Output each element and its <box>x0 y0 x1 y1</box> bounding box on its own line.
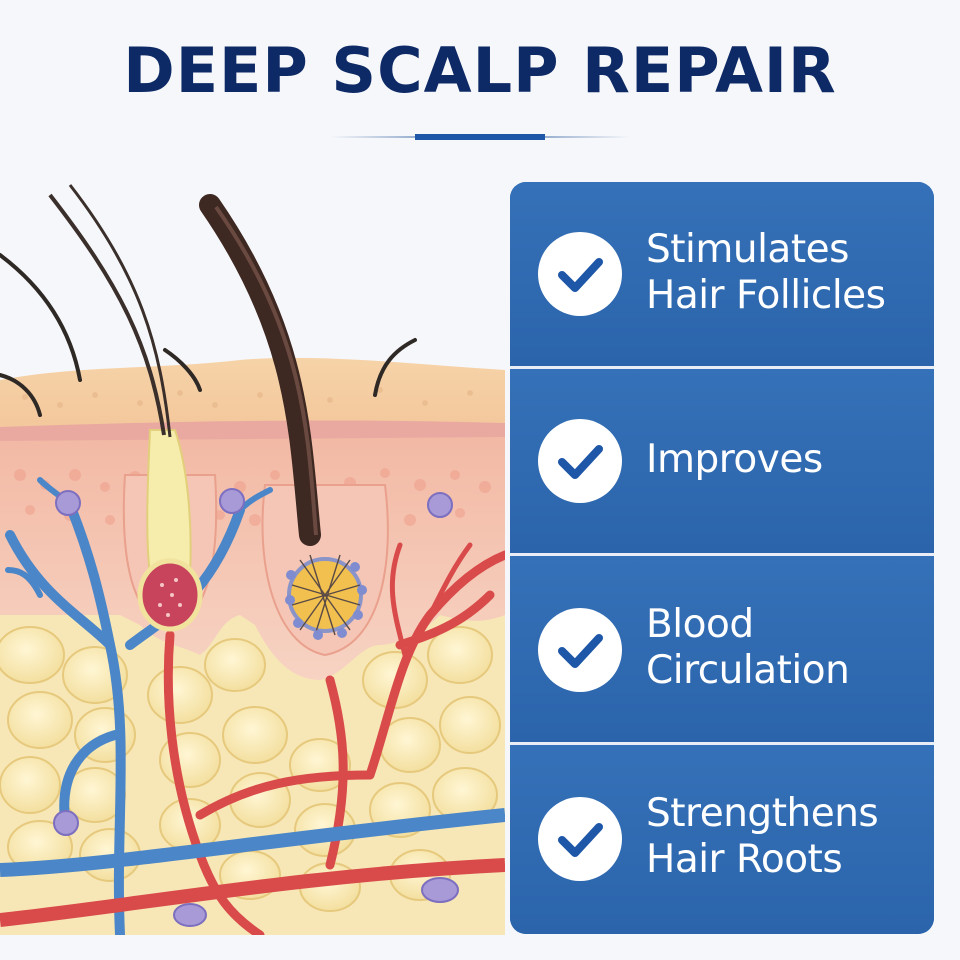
benefit-label: Stimulates Hair Follicles <box>646 227 926 319</box>
benefit-label: Improves <box>646 437 926 483</box>
divider-accent <box>415 134 545 140</box>
benefit-divider <box>510 366 934 369</box>
benefit-divider <box>510 742 934 745</box>
benefit-item-strengthens-hair-roots: Strengthens Hair Roots <box>510 745 934 934</box>
benefit-label-line: Stimulates <box>646 227 849 272</box>
benefit-item-stimulates-hair-follicles: Stimulates Hair Follicles <box>510 182 934 366</box>
benefit-item-improves: Improves <box>510 369 934 553</box>
checkmark-circle-icon <box>538 797 622 881</box>
benefit-label: Blood Circulation <box>646 602 926 694</box>
benefit-label-line: Circulation <box>646 648 850 693</box>
page-title: DEEP SCALP REPAIR <box>123 34 837 107</box>
benefit-label: Strengthens Hair Roots <box>646 791 926 883</box>
scalp-cross-section-illustration <box>0 175 505 935</box>
checkmark-circle-icon <box>538 232 622 316</box>
benefit-label-line: Improves <box>646 437 823 482</box>
benefit-label-line: Blood <box>646 602 754 647</box>
benefit-divider <box>510 553 934 556</box>
benefits-panel: Stimulates Hair Follicles Improves Blood… <box>510 182 934 934</box>
benefit-label-line: Hair Roots <box>646 837 843 882</box>
benefit-label-line: Strengthens <box>646 791 879 836</box>
checkmark-circle-icon <box>538 419 622 503</box>
benefit-label-line: Hair Follicles <box>646 273 886 318</box>
title-divider <box>330 134 630 140</box>
checkmark-circle-icon <box>538 608 622 692</box>
benefit-item-blood-circulation: Blood Circulation <box>510 556 934 742</box>
